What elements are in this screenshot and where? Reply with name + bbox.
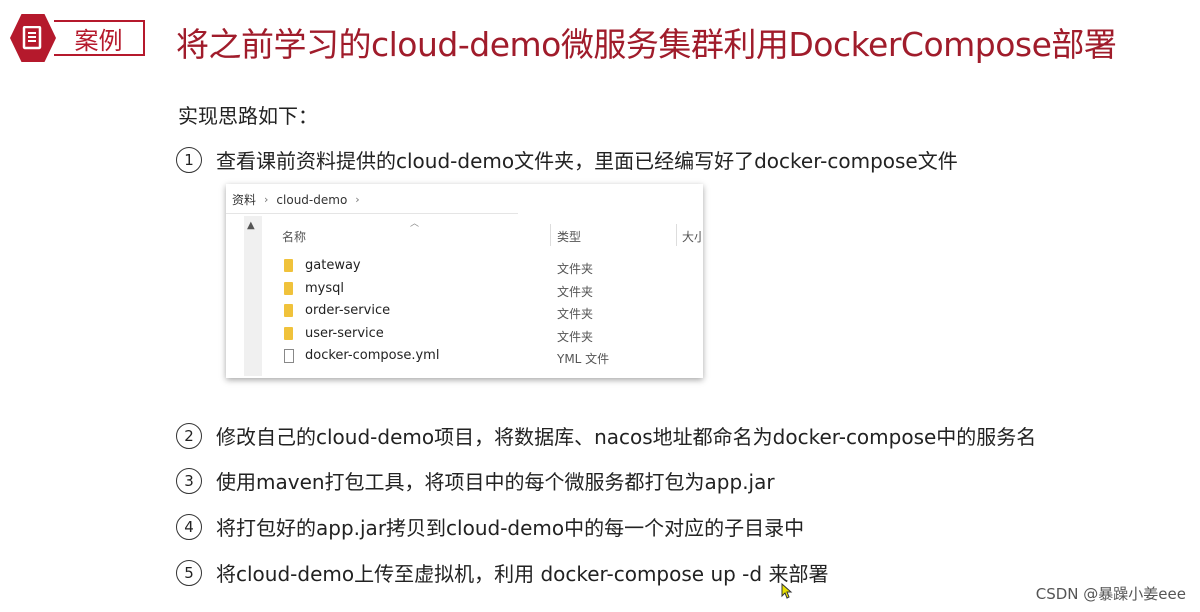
file-explorer: 资料 › cloud-demo › ▲ ︿ 名称 类型 大小 gateway 文… xyxy=(226,184,703,378)
column-header-size[interactable]: 大小 xyxy=(682,230,702,244)
folder-icon xyxy=(284,327,293,340)
file-name: docker-compose.yml xyxy=(305,348,440,363)
column-divider[interactable] xyxy=(550,224,551,246)
case-badge: 案例 xyxy=(10,14,145,62)
step-text: 使用maven打包工具，将项目中的每个微服务都打包为app.jar xyxy=(216,470,775,494)
folder-icon xyxy=(284,304,293,317)
folder-icon xyxy=(284,282,293,295)
chevron-right-icon: › xyxy=(355,193,360,206)
step-text: 将cloud-demo上传至虚拟机，利用 docker-compose up -… xyxy=(216,562,829,586)
step-3: 3 使用maven打包工具，将项目中的每个微服务都打包为app.jar xyxy=(176,466,775,495)
file-type: 文件夹 xyxy=(557,285,594,299)
file-row[interactable]: order-service xyxy=(284,303,390,318)
file-type: YML 文件 xyxy=(557,352,610,366)
column-header-type[interactable]: 类型 xyxy=(557,230,582,244)
step-number: 2 xyxy=(176,422,202,449)
step-4: 4 将打包好的app.jar拷贝到cloud-demo中的每一个对应的子目录中 xyxy=(176,512,804,541)
divider xyxy=(226,213,518,214)
breadcrumb-item[interactable]: cloud-demo xyxy=(276,192,348,207)
file-name: gateway xyxy=(305,258,361,273)
file-name: mysql xyxy=(305,281,344,296)
file-type: 文件夹 xyxy=(557,262,594,276)
breadcrumb-item[interactable]: 资料 xyxy=(232,193,257,207)
file-name: user-service xyxy=(305,326,384,341)
file-name: order-service xyxy=(305,303,391,318)
chevron-up-icon[interactable]: ▲ xyxy=(247,220,255,231)
file-row[interactable]: user-service xyxy=(284,326,384,341)
step-number: 4 xyxy=(176,513,202,540)
file-row[interactable]: docker-compose.yml xyxy=(284,348,439,363)
file-type: 文件夹 xyxy=(557,330,594,344)
cursor-icon xyxy=(781,583,793,599)
step-1: 1 查看课前资料提供的cloud-demo文件夹，里面已经编写好了docker-… xyxy=(176,145,958,174)
step-2: 2 修改自己的cloud-demo项目，将数据库、nacos地址都命名为dock… xyxy=(176,421,1036,450)
step-text: 将打包好的app.jar拷贝到cloud-demo中的每一个对应的子目录中 xyxy=(216,516,805,540)
sort-up-icon: ︿ xyxy=(410,219,420,229)
folder-icon xyxy=(284,259,293,272)
file-icon xyxy=(284,348,294,363)
step-text: 查看课前资料提供的cloud-demo文件夹，里面已经编写好了docker-co… xyxy=(216,149,958,173)
column-header-name[interactable]: 名称 xyxy=(282,230,307,244)
file-type: 文件夹 xyxy=(557,307,594,321)
breadcrumb: 资料 › cloud-demo › xyxy=(232,191,368,208)
case-hex xyxy=(10,14,56,62)
column-divider[interactable] xyxy=(676,224,677,246)
watermark: CSDN @暴躁小姜eee xyxy=(1035,585,1186,603)
intro-text: 实现思路如下： xyxy=(178,104,318,128)
file-row[interactable]: mysql xyxy=(284,281,344,296)
step-number: 3 xyxy=(176,467,202,494)
case-label: 案例 xyxy=(74,26,123,55)
scrollbar[interactable]: ▲ xyxy=(244,216,262,376)
document-icon xyxy=(22,26,42,50)
step-number: 1 xyxy=(176,146,202,173)
page-title: 将之前学习的cloud-demo微服务集群利用DockerCompose部署 xyxy=(176,25,1117,64)
case-label-box: 案例 xyxy=(54,20,145,56)
step-number: 5 xyxy=(176,559,202,586)
chevron-right-icon: › xyxy=(264,193,269,206)
file-row[interactable]: gateway xyxy=(284,258,361,273)
step-text: 修改自己的cloud-demo项目，将数据库、nacos地址都命名为docker… xyxy=(216,425,1037,449)
step-5: 5 将cloud-demo上传至虚拟机，利用 docker-compose up… xyxy=(176,558,828,587)
